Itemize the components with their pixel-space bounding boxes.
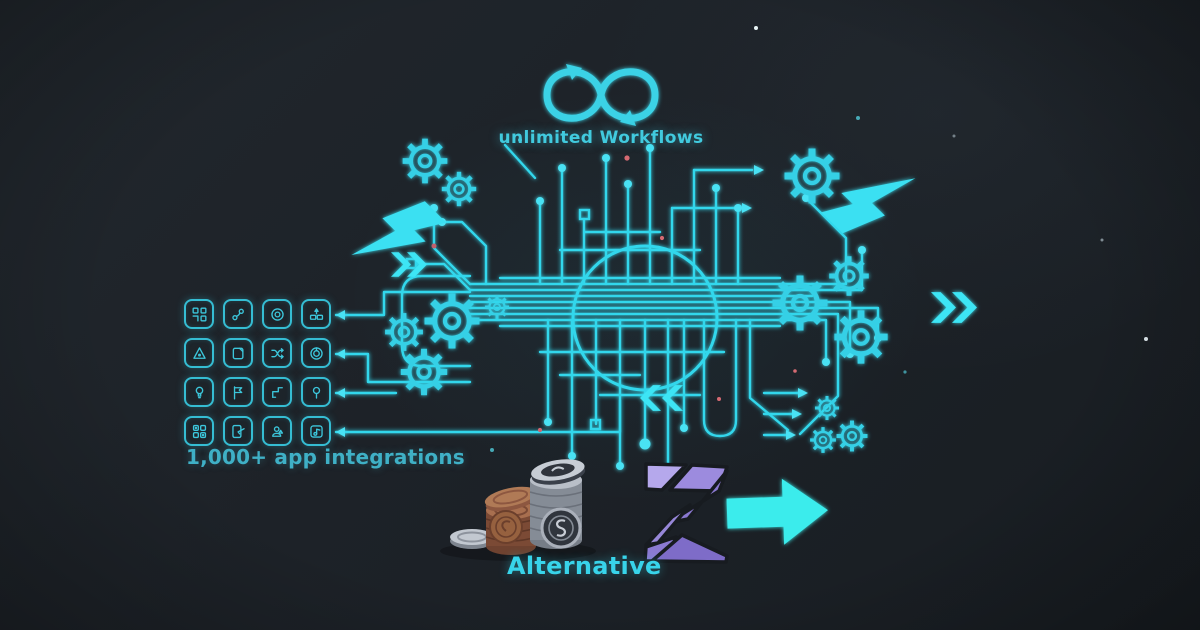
app-icon-person-badge [262,416,292,446]
alternative-caption: Alternative [507,552,662,580]
app-icon-tile-grid [184,416,214,446]
app-icon-shuffle-arrows [262,338,292,368]
app-icon-music-note [301,416,331,446]
app-icon-link-nodes [223,299,253,329]
app-icon-grid [184,299,331,446]
gear-icon [401,349,447,395]
coin-stacks-icon [440,459,596,561]
app-icon-copy-document [223,338,253,368]
gear-icon [808,425,838,455]
app-icon-spiral-target [301,338,331,368]
app-icon-magnifier-pin [301,377,331,407]
gear-icon [834,310,887,363]
lightning-bolt-icon [821,147,919,246]
right-arrow-icon [726,478,828,545]
app-icon-app-grid [184,299,214,329]
gear-icon [403,139,448,184]
app-icon-pipe-wrench [262,377,292,407]
gear-icon [424,293,479,348]
z-logo-icon [643,462,729,564]
particle-dots [431,26,1148,452]
infinity-arrows-icon [543,64,659,126]
integrations-caption: 1,000+ app integrations [186,445,465,469]
app-icon-flag-marker [223,377,253,407]
app-icon-edit-document [223,416,253,446]
gear-icon [442,172,476,206]
chevron-right-icon [391,252,427,277]
circuit-arrowheads [336,165,808,440]
app-icon-target-dial [262,299,292,329]
app-icon-lightbulb [184,377,214,407]
gear-icon [829,256,869,296]
app-icon-stack-boxes [301,299,331,329]
gear-icon [784,148,839,203]
circuit-traces [334,143,880,470]
page-title: unlimited Workflows [498,128,704,148]
chevron-right-icon [931,292,977,323]
gear-icon [834,418,870,454]
gear-icon [385,313,423,351]
app-icon-alert-triangle [184,338,214,368]
